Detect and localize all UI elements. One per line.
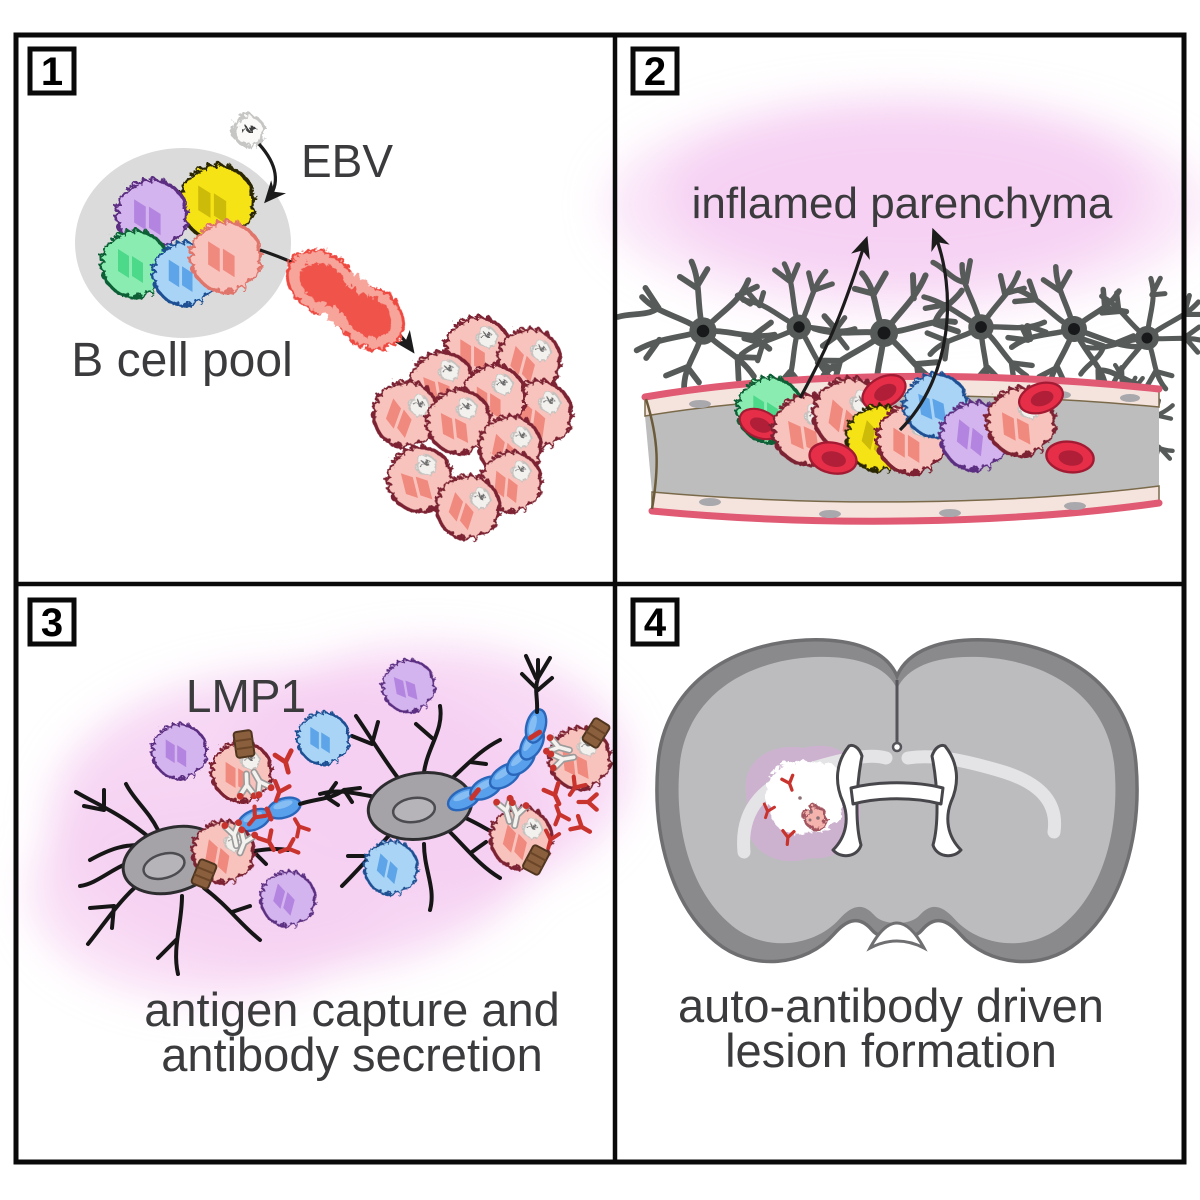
ventricle-crossbar [849,781,945,806]
panel-4-lesion-formation: auto-antibody driven lesion formation 4 [630,597,1139,1077]
infected-b-cell-cluster [364,316,575,545]
ventricles [831,743,963,858]
ebv-infection-arrow [257,142,287,204]
panel-4-number: 4 [644,601,667,645]
vessel-wall-bottom [648,499,1163,525]
ebv-virion-icon [232,114,262,144]
parenchyma-glow [605,95,1200,315]
ventricle-right [930,743,963,858]
extravasation-arrow-right [898,227,950,432]
panel-3-antigen-capture: LMP1 [27,597,630,1081]
axon-terminal-branches [520,654,554,714]
right-neuron [318,704,512,912]
panel-4-number-badge: 4 [630,597,680,647]
panel-3-caption-line1: antigen capture and [144,983,560,1036]
interlobe-notch [866,921,928,952]
panel-2-number-badge: 2 [630,46,680,96]
panel-grid-frame [13,32,1187,1165]
b-cell-blue-icon [296,711,347,762]
dividing-infected-b-cell [285,246,405,348]
b-cell-pool-label: B cell pool [71,334,292,387]
lesion-core [762,759,842,833]
panel-2-number: 2 [644,50,666,94]
lesion-b-cell-icon [801,803,827,829]
ventricle-left [831,743,864,858]
blood-vessel [641,367,1163,525]
lmp1-label: LMP1 [186,670,306,722]
right-neuron-nucleus [391,796,437,824]
panel-1-number-badge: 1 [27,46,77,96]
panel-4-caption-line2: lesion formation [725,1024,1057,1077]
panel-3-number-badge: 3 [27,597,77,647]
figure-border [13,32,1187,1165]
lesion-contents [759,773,827,847]
b-cell-pink-naive-icon [189,220,259,290]
right-axon-myelinated [443,654,554,816]
panel-1-ebv-infects-b-cells: EBV B cell pool [27,46,575,545]
panel-3-caption-line2: antibody secretion [161,1028,542,1081]
inflamed-parenchyma-label: inflamed parenchyma [692,179,1113,228]
b-cell-purple-icon [151,723,205,777]
extravasation-arrow-left [798,235,870,399]
left-neuron-nucleus [142,851,186,881]
ebv-label: EBV [301,135,393,187]
panel-4-caption-line1: auto-antibody driven [678,979,1104,1032]
midline-fissure [891,680,903,753]
panel-3-number: 3 [41,601,63,645]
vessel-left-edge [644,398,658,510]
panel-1-number: 1 [41,50,63,94]
lmp1-receptor-icon [232,728,256,760]
panel-2-cns-infiltration: inflamed parenchyma [605,46,1200,525]
